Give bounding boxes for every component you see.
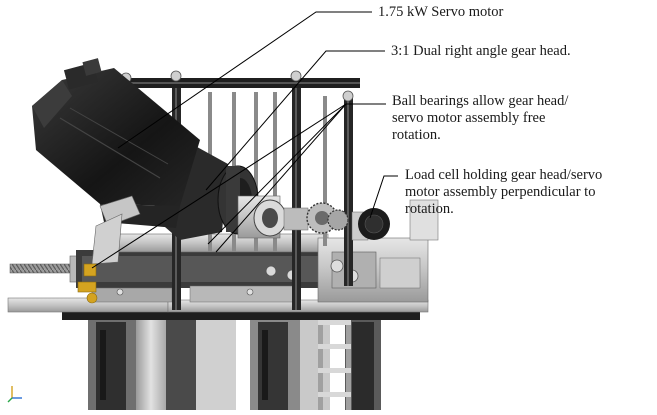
callout-load-cell: Load cell holding gear head/servo motor … bbox=[405, 167, 603, 217]
callout-gear-head: 3:1 Dual right angle gear head. bbox=[391, 43, 571, 59]
leader-motor bbox=[117, 11, 372, 149]
servo-motor bbox=[32, 58, 200, 265]
callout-ball-bearings: Ball bearings allow gear head/ servo mot… bbox=[392, 93, 569, 143]
right-block bbox=[317, 199, 439, 303]
ladder bbox=[318, 296, 351, 410]
leader-bearings-2 bbox=[215, 103, 347, 253]
leader-bearings-3 bbox=[91, 103, 347, 269]
top-frame bbox=[108, 70, 360, 102]
leader-loadcell bbox=[369, 175, 398, 219]
leader-gearhead bbox=[205, 50, 385, 191]
load-cell bbox=[351, 208, 390, 241]
coordinate-axis-icon bbox=[7, 386, 22, 403]
leader-lines bbox=[91, 11, 398, 269]
callout-servo-motor: 1.75 kW Servo motor bbox=[378, 4, 504, 20]
